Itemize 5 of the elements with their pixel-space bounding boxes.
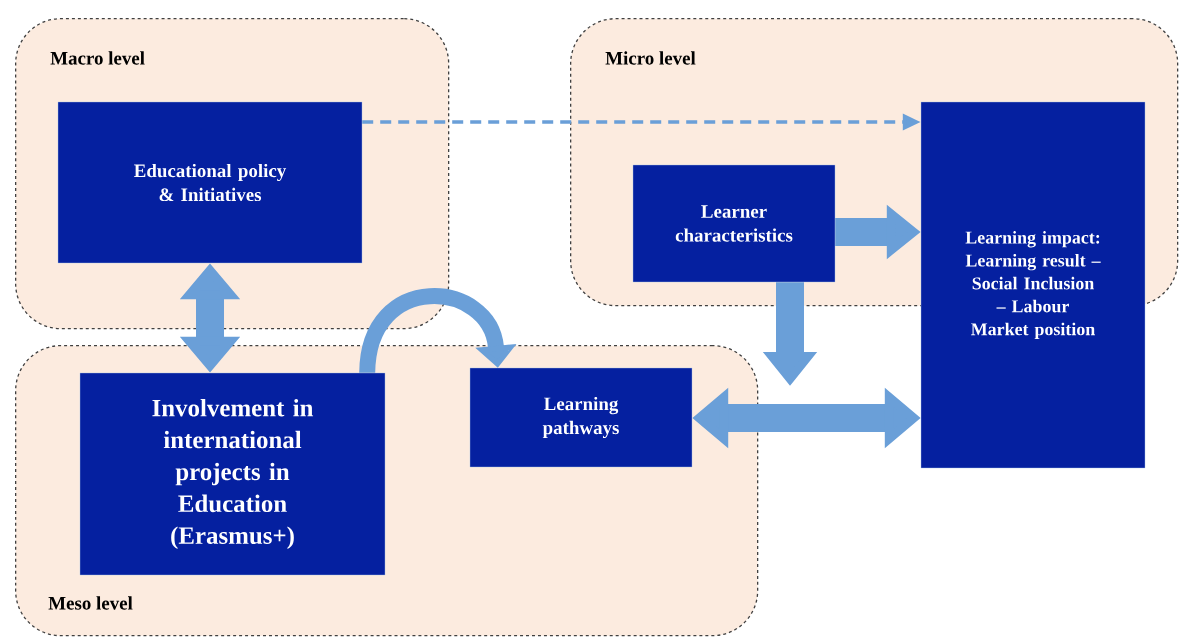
process-box: Learning impact: Learning result – Social Inclusion – Labour Market position [920, 101, 1146, 469]
process-box: Learner characteristics [632, 164, 836, 283]
process-box: Learning pathways [469, 367, 693, 468]
process-box: Involvement in international projects in Education (Erasmus+) [79, 372, 386, 576]
process-box: Educational policy & Initiatives [57, 101, 363, 264]
